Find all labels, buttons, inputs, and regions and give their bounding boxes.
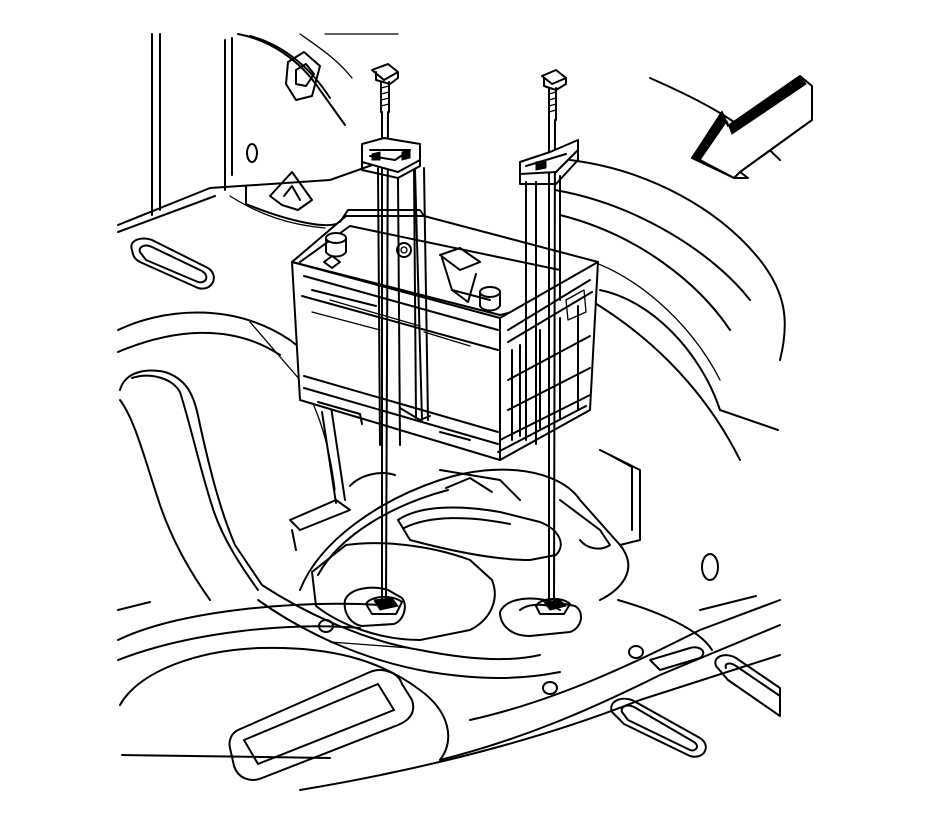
tray-bolt-holes: [365, 596, 571, 615]
hold-down-retainer-left: [361, 137, 429, 446]
vehicle-body-panels: [117, 33, 786, 791]
hold-down-retainer-right: [519, 139, 579, 445]
forward-arrow-icon: [691, 75, 813, 179]
hold-down-bolt-right: [541, 69, 567, 607]
hold-down-bolt-left: [371, 63, 423, 601]
battery-terminal-left: [325, 232, 347, 258]
battery: [291, 209, 599, 461]
battery-terminal-right: [479, 286, 501, 312]
